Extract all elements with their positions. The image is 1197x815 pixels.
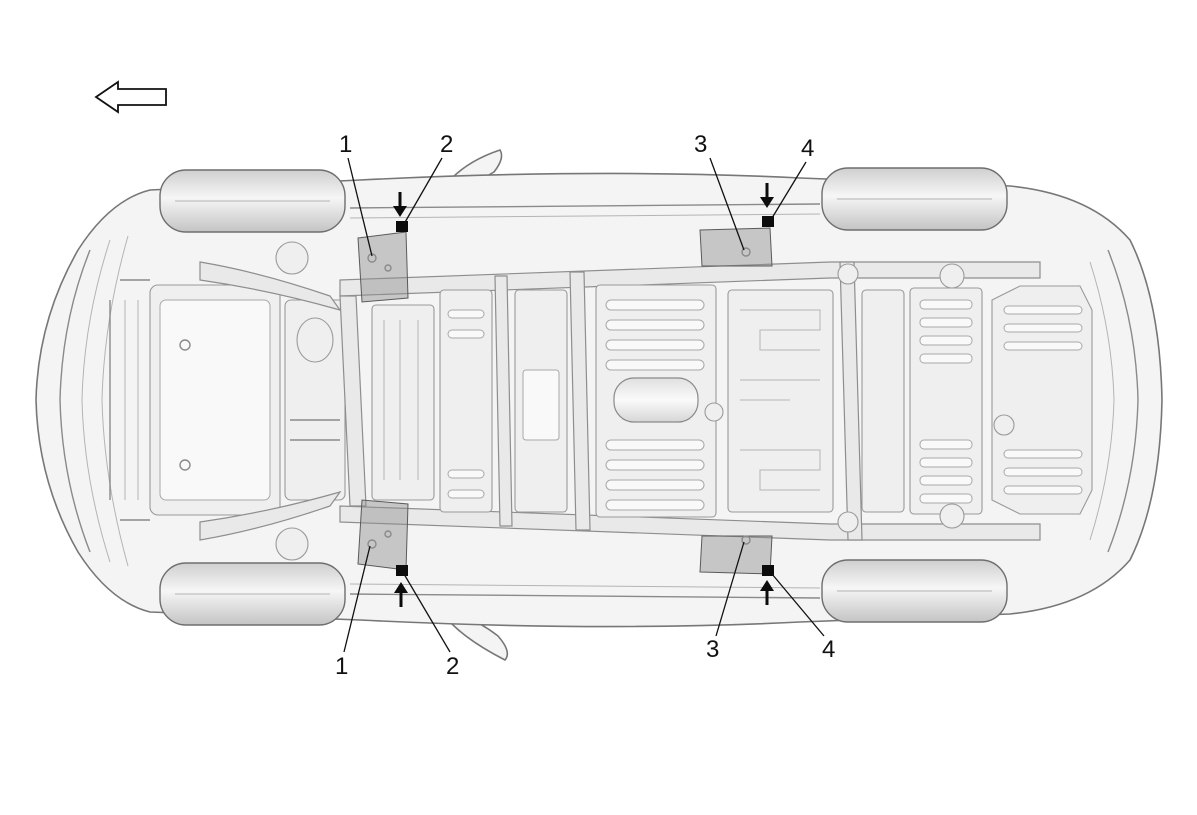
lift-pad-front-right — [357, 499, 409, 571]
tire-rear-left — [821, 167, 1008, 231]
lift-pad-front-left — [357, 231, 409, 303]
lift-arrow-bottom-front — [394, 582, 408, 607]
callout-bottom-1: 1 — [335, 653, 348, 680]
callout-bottom-3: 3 — [706, 636, 719, 663]
lift-arrow-bottom-rear — [760, 580, 774, 605]
floor-pan — [371, 284, 834, 518]
callout-top-2: 2 — [440, 131, 453, 158]
lift-point-marker — [396, 565, 408, 576]
frame-rails — [339, 261, 1041, 541]
leader-lines — [343, 157, 825, 653]
callout-bottom-2: 2 — [446, 653, 459, 680]
lift-arrow-top-front — [393, 192, 407, 217]
callout-top-3: 3 — [694, 131, 707, 158]
callout-top-4: 4 — [801, 135, 814, 162]
engine-compartment — [109, 241, 346, 561]
rear-subframe — [837, 263, 1093, 533]
lift-pad-rear-right — [699, 535, 773, 575]
tire-front-right — [159, 562, 346, 626]
tire-front-left — [159, 169, 346, 233]
direction-arrow-icon — [94, 80, 167, 114]
lift-arrow-top-rear — [760, 183, 774, 208]
callout-top-1: 1 — [339, 131, 352, 158]
lift-point-marker — [762, 565, 774, 576]
lift-pad-rear-left — [699, 227, 773, 267]
callout-bottom-4: 4 — [822, 636, 835, 663]
lift-point-marker — [396, 221, 408, 232]
tire-rear-right — [821, 559, 1008, 623]
lift-point-marker — [762, 216, 774, 227]
